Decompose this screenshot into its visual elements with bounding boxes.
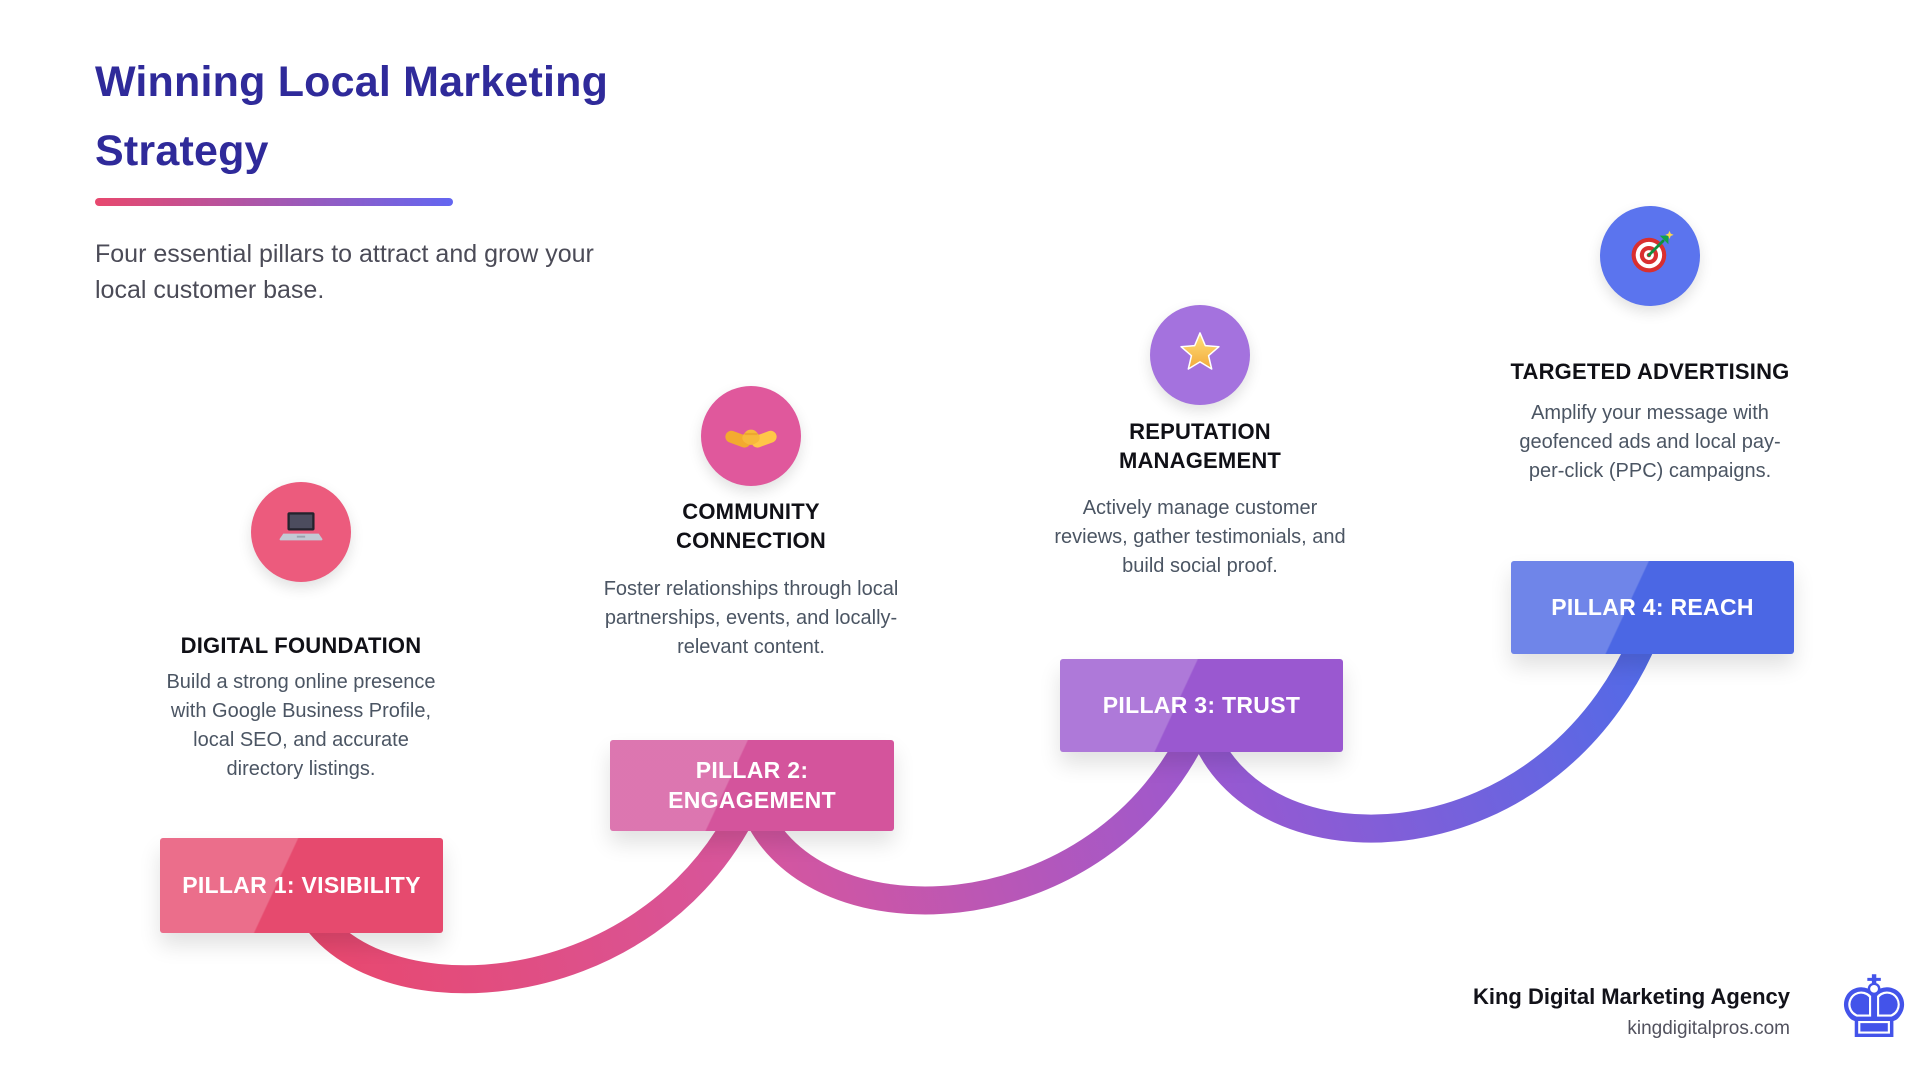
pillar-1-label: PILLAR 1: VISIBILITY	[182, 871, 421, 898]
pillar-3-label: PILLAR 3: TRUST	[1102, 691, 1301, 718]
pillar-1-label-box: PILLAR 1: VISIBILITY	[160, 838, 443, 933]
page-title: Winning Local Marketing Strategy	[95, 58, 609, 175]
pillar-4-heading: TARGETED ADVERTISING	[1510, 359, 1790, 384]
pillar-2-heading: COMMUNITY CONNECTION	[676, 499, 826, 554]
page-subtitle: Four essential pillars to attract and gr…	[95, 240, 594, 305]
pillar-4-label-box: PILLAR 4: REACH	[1511, 561, 1794, 654]
pillar-3-description: Actively manage customer reviews, gather…	[1054, 497, 1346, 577]
agency-name: King Digital Marketing Agency	[1472, 984, 1790, 1009]
pillar-1-icon-badge	[251, 482, 351, 582]
pillar-2-label: PILLAR 2: ENGAGEMENT	[668, 756, 836, 813]
curve-pillar1-to-pillar2	[287, 778, 766, 994]
handshake-icon	[725, 408, 777, 465]
laptop-icon	[276, 505, 326, 560]
pillar-3-icon-badge	[1150, 305, 1250, 405]
pillar-1-description: Build a strong online presence with Goog…	[166, 671, 436, 780]
pillar-1-heading: DIGITAL FOUNDATION	[180, 633, 422, 658]
pillar-4-description: Amplify your message with geofenced ads …	[1519, 402, 1781, 482]
curve-pillar3-to-pillar4	[1187, 604, 1666, 843]
curve-pillar2-to-pillar3	[738, 704, 1215, 915]
pillar-4-label: PILLAR 4: REACH	[1551, 593, 1754, 620]
pillar-4-icon-badge	[1600, 206, 1700, 306]
title-underline	[95, 198, 453, 206]
pillar-2-label-box: PILLAR 2: ENGAGEMENT	[610, 740, 894, 831]
target-icon	[1624, 228, 1676, 285]
pillar-3-label-box: PILLAR 3: TRUST	[1060, 659, 1343, 752]
pillar-3-heading: REPUTATION MANAGEMENT	[1118, 419, 1282, 474]
pillar-2-icon-badge	[701, 386, 801, 486]
star-icon	[1174, 327, 1226, 384]
pillar-2-description: Foster relationships through local partn…	[603, 578, 899, 658]
agency-website: kingdigitalpros.com	[1627, 1018, 1790, 1039]
chess-king-icon: ♚	[1835, 958, 1913, 1058]
